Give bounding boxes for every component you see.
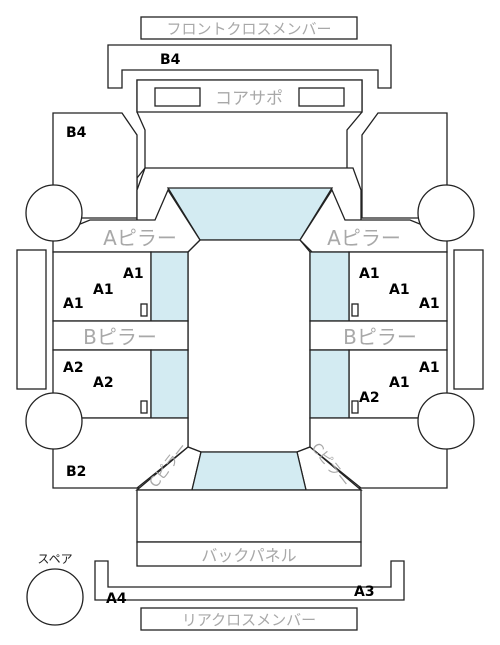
a-pillar-left-label: Aピラー — [103, 226, 177, 250]
code-b4-front: B4 — [160, 52, 181, 68]
back-panel-label: バックパネル — [201, 546, 296, 565]
front-door-glass-right — [309, 251, 350, 322]
front-door-right — [348, 251, 448, 322]
code-a2-rdl-2: A2 — [93, 375, 114, 391]
front-left-wheel — [25, 184, 83, 242]
front-door-left — [52, 251, 152, 322]
rear-left-wheel — [25, 392, 83, 450]
core-support-right-slot — [298, 87, 345, 107]
rear-door-handle-right — [351, 400, 359, 414]
front-right-wheel — [417, 184, 475, 242]
rear-quarter-right — [309, 417, 448, 489]
rear-quarter-left — [52, 417, 189, 489]
b-pillar-left — [52, 320, 189, 351]
code-a2-rdl-1: A2 — [63, 360, 84, 376]
rear-window — [191, 451, 307, 491]
code-a1-fdr-2: A1 — [389, 282, 410, 298]
b-pillar-right — [309, 320, 448, 351]
side-sill-right — [453, 249, 484, 390]
rear-door-handle-left — [140, 400, 148, 414]
a-pillar-right-label: Aピラー — [327, 226, 401, 250]
front-bumper-bracket — [107, 44, 392, 89]
code-b2: B2 — [66, 464, 86, 480]
front-door-glass-left — [150, 251, 189, 322]
rear-door-glass-left — [150, 349, 189, 419]
code-a1-fdl-3: A1 — [63, 296, 84, 312]
front-door-handle-right — [351, 303, 359, 317]
core-support-left-slot — [154, 87, 201, 107]
code-a1-fdl-2: A1 — [93, 282, 114, 298]
rear-bumper-bracket — [94, 560, 405, 601]
code-a1-fdl-1: A1 — [123, 266, 144, 282]
back-panel-box — [136, 541, 362, 567]
code-a1-fdr-3: A1 — [419, 296, 440, 312]
front-cross-member-label: フロントクロスメンバー — [166, 20, 331, 38]
spare-tire — [26, 568, 84, 626]
code-a1-rdr-2: A1 — [389, 375, 410, 391]
b-pillar-right-label: Bピラー — [343, 325, 417, 349]
roof-panel — [187, 239, 311, 453]
code-a2-rdr: A2 — [359, 390, 380, 406]
front-door-handle-left — [140, 303, 148, 317]
rear-cross-member-box — [140, 607, 358, 631]
side-sill-left — [16, 249, 47, 390]
core-support-label: コアサポ — [215, 89, 283, 109]
rear-right-wheel — [417, 392, 475, 450]
rear-cross-member-label: リアクロスメンバー — [182, 611, 316, 629]
code-a3: A3 — [354, 584, 375, 600]
code-a4: A4 — [106, 591, 127, 607]
rear-door-glass-right — [309, 349, 350, 419]
spare-label: スペア — [37, 552, 72, 566]
front-cross-member-box — [140, 16, 358, 40]
code-a1-fdr-1: A1 — [359, 266, 380, 282]
code-b4-left: B4 — [66, 125, 87, 141]
b-pillar-left-label: Bピラー — [83, 325, 157, 349]
code-a1-rdr-1: A1 — [419, 360, 440, 376]
trunk-lid — [136, 489, 362, 543]
